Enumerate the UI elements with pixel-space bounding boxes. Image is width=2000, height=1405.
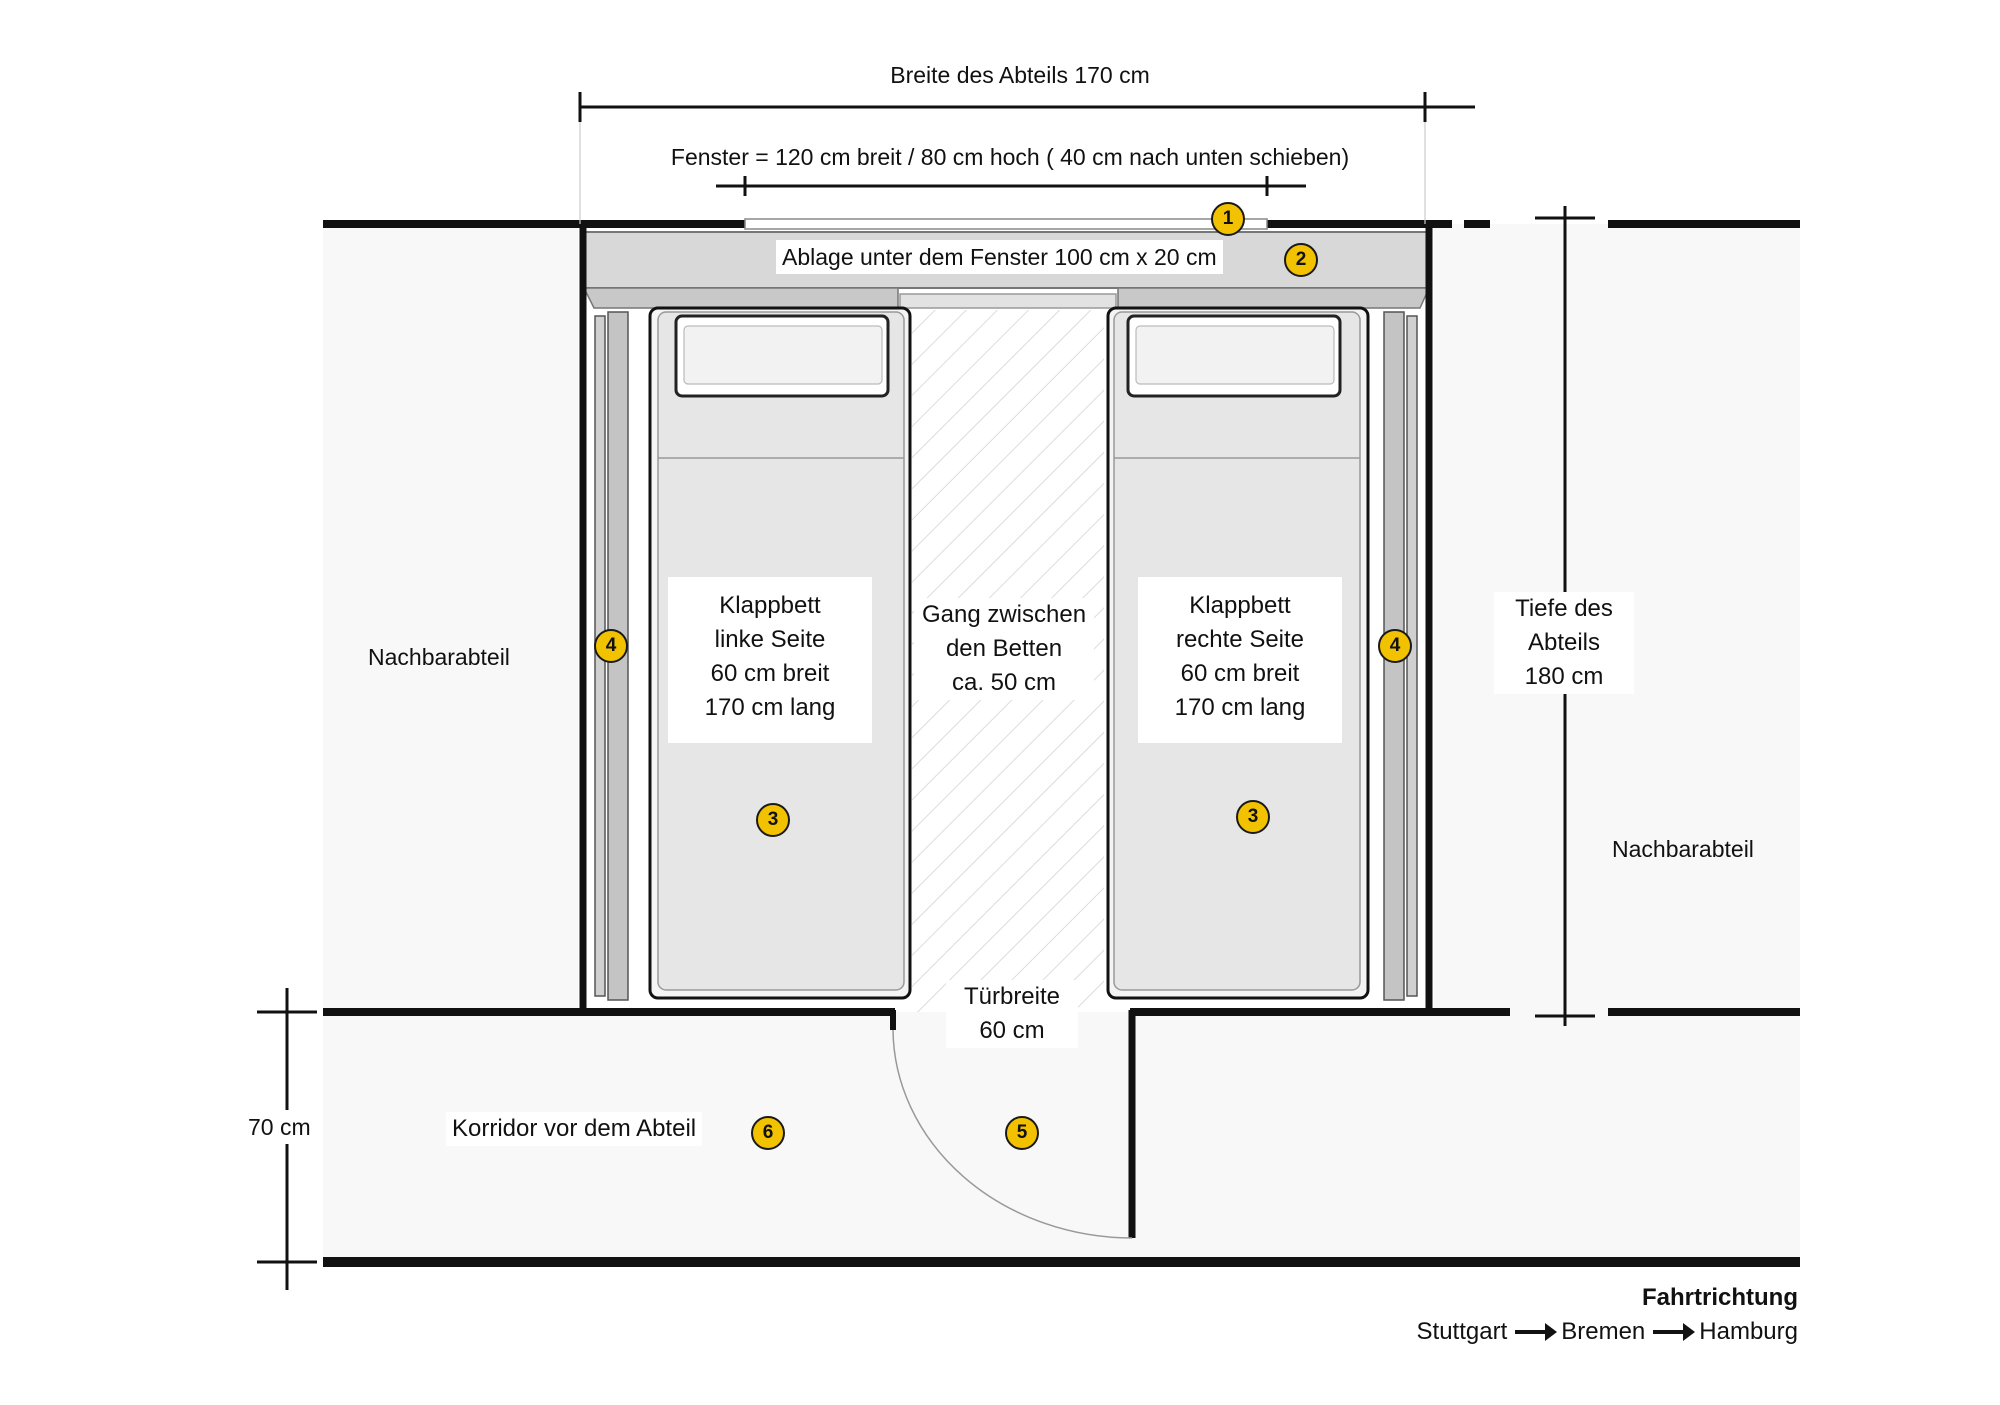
aisle-line-1: Gang zwischen bbox=[921, 601, 1087, 628]
bed-right-line-4: 170 cm lang bbox=[1174, 694, 1306, 721]
shelf-label: Ablage unter dem Fenster 100 cm x 20 cm bbox=[776, 240, 1223, 274]
depth-line-1: Tiefe des bbox=[1515, 595, 1613, 622]
neighbor-left-label: Nachbarabteil bbox=[368, 644, 510, 670]
window-label: Fenster = 120 cm breit / 80 cm hoch ( 40… bbox=[670, 144, 1350, 170]
badge-window: 1 bbox=[1211, 202, 1245, 236]
arrow-right-icon bbox=[1515, 1323, 1558, 1341]
badge-wall-right: 4 bbox=[1378, 629, 1412, 663]
direction-route: Stuttgart Bremen Hamburg bbox=[1417, 1318, 1798, 1346]
door-line-1: Türbreite bbox=[963, 983, 1061, 1010]
bed-right-pillow-inner bbox=[1135, 325, 1335, 385]
door-line-2: 60 cm bbox=[979, 1017, 1045, 1044]
corridor-label: Korridor vor dem Abteil bbox=[446, 1112, 703, 1146]
corridor-depth-label: 70 cm bbox=[242, 1110, 317, 1144]
aisle-label: Gang zwischen den Betten ca. 50 cm bbox=[914, 598, 1094, 700]
width-label: Breite des Abteils 170 cm bbox=[890, 62, 1150, 88]
neighbor-right-label: Nachbarabteil bbox=[1612, 836, 1754, 862]
bed-left-line-4: 170 cm lang bbox=[704, 694, 836, 721]
bed-right-line-1: Klappbett bbox=[1189, 592, 1291, 619]
aisle-line-3: ca. 50 cm bbox=[951, 669, 1057, 696]
badge-door: 5 bbox=[1005, 1116, 1039, 1150]
badge-bed-right: 3 bbox=[1236, 800, 1270, 834]
stop-hamburg: Hamburg bbox=[1699, 1318, 1798, 1345]
bed-right-line-3: 60 cm breit bbox=[1180, 660, 1300, 687]
bed-left-label: Klappbett linke Seite 60 cm breit 170 cm… bbox=[668, 577, 872, 743]
stop-bremen: Bremen bbox=[1561, 1318, 1646, 1345]
depth-label: Tiefe des Abteils 180 cm bbox=[1494, 592, 1634, 694]
badge-corridor: 6 bbox=[751, 1116, 785, 1150]
badge-shelf: 2 bbox=[1284, 243, 1318, 277]
bed-left-line-2: linke Seite bbox=[714, 626, 826, 653]
door-label: Türbreite 60 cm bbox=[946, 980, 1078, 1048]
shelf-bracket-right bbox=[1117, 287, 1431, 309]
shelf-center bbox=[899, 293, 1117, 309]
neighbor-left-floor bbox=[323, 224, 578, 1012]
window-pane bbox=[744, 218, 1268, 230]
stop-stuttgart: Stuttgart bbox=[1416, 1318, 1508, 1345]
direction-title: Fahrtrichtung bbox=[1642, 1284, 1798, 1311]
door-swing-arc bbox=[892, 1029, 1133, 1239]
bed-right-line-2: rechte Seite bbox=[1175, 626, 1305, 653]
bed-left-line-1: Klappbett bbox=[719, 592, 821, 619]
depth-line-2: Abteils bbox=[1527, 629, 1601, 656]
shelf-bracket-left bbox=[582, 287, 899, 309]
bed-left-line-3: 60 cm breit bbox=[710, 660, 830, 687]
badge-wall-left: 4 bbox=[594, 629, 628, 663]
bed-left-pillow-inner bbox=[683, 325, 883, 385]
aisle-line-2: den Betten bbox=[945, 635, 1063, 662]
depth-line-3: 180 cm bbox=[1524, 663, 1604, 690]
bed-right-label: Klappbett rechte Seite 60 cm breit 170 c… bbox=[1138, 577, 1342, 743]
arrow-right-icon bbox=[1653, 1323, 1696, 1341]
badge-bed-left: 3 bbox=[756, 803, 790, 837]
